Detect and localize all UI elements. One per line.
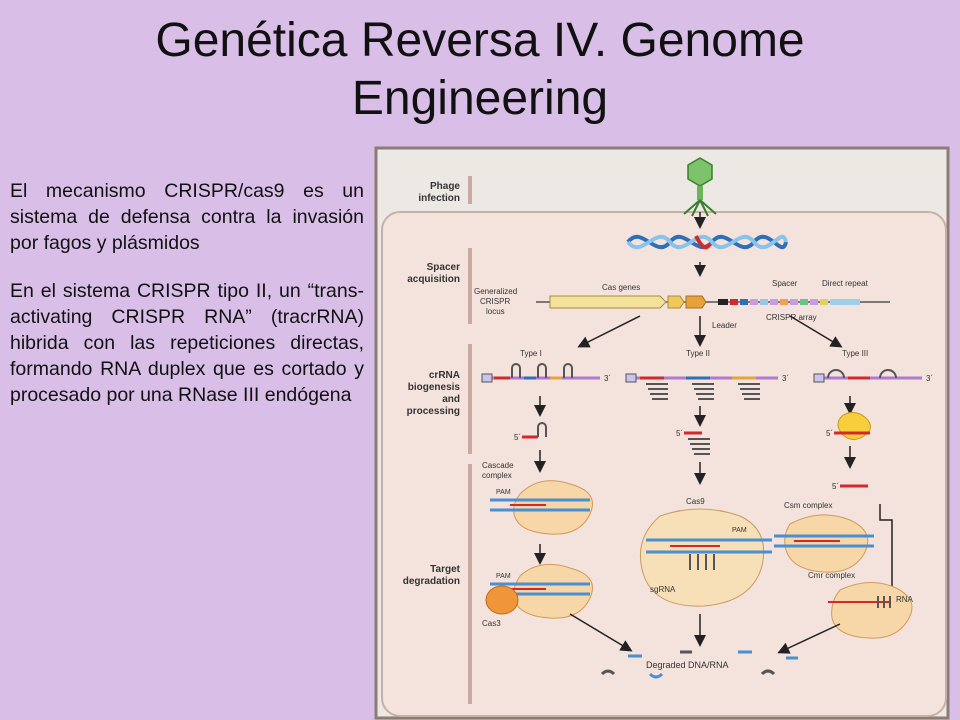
spacer-label: Spacer xyxy=(772,279,798,288)
svg-text:3´: 3´ xyxy=(782,374,789,383)
title-line-2: Engineering xyxy=(351,72,609,125)
type2-crrna: 5´ xyxy=(676,429,710,455)
cascade-complex: PAM xyxy=(490,480,593,535)
leader-label: Leader xyxy=(712,321,737,330)
cas3-label: Cas3 xyxy=(482,619,501,628)
stage-phage-2: infection xyxy=(418,193,460,204)
svg-text:3´: 3´ xyxy=(926,374,933,383)
stage-target-1: Target xyxy=(430,564,460,575)
type3-label: Type III xyxy=(842,349,868,358)
stage-labels: Phage infection Spacer acquisition crRNA… xyxy=(403,176,472,704)
type2-label: Type II xyxy=(686,349,710,358)
slide-title: Genética Reversa IV. Genome Engineering xyxy=(0,12,960,128)
dna-helix xyxy=(626,234,788,250)
paragraph-1: El mecanismo CRISPR/cas9 es un sistema d… xyxy=(10,180,364,254)
stage-crrna-1: crRNA xyxy=(429,370,460,381)
title-line-1: Genética Reversa IV. Genome xyxy=(155,14,805,67)
degraded-fragments xyxy=(600,650,798,679)
locus-label-2: CRISPR xyxy=(480,297,510,306)
type3-precrrna: 3´ xyxy=(813,369,933,383)
stage-spacer-2: acquisition xyxy=(407,274,460,285)
svg-text:3´: 3´ xyxy=(604,374,611,383)
pam-label-1: PAM xyxy=(496,489,511,496)
cascade-label-2: complex xyxy=(482,471,512,480)
svg-text:5´: 5´ xyxy=(676,429,683,438)
stage-spacer-1: Spacer xyxy=(427,262,460,273)
type3-processing: 5´ xyxy=(826,412,871,440)
paragraph-2: En el sistema CRISPR tipo II, un “trans-… xyxy=(10,280,364,406)
svg-text:5´: 5´ xyxy=(514,433,521,442)
cascade-label-1: Cascade xyxy=(482,461,514,470)
csm-label: Csm complex xyxy=(784,501,832,510)
csm-complex xyxy=(774,514,874,573)
crispr-diagram: Phage infection Spacer acquisition crRNA… xyxy=(374,146,950,720)
stage-phage-1: Phage xyxy=(430,181,460,192)
phage-icon xyxy=(683,157,717,217)
svg-text:5´: 5´ xyxy=(826,429,833,438)
type2-precrrna: 3´ xyxy=(625,373,789,400)
sgrna-label: sgRNA xyxy=(650,585,676,594)
crispr-figure: Phage infection Spacer acquisition crRNA… xyxy=(370,144,952,720)
locus-label-3: locus xyxy=(486,307,505,316)
rna-label: RNA xyxy=(896,595,914,604)
degraded-label: Degraded DNA/RNA xyxy=(646,660,729,670)
type1-precrrna: 3´ xyxy=(481,363,611,383)
stage-crrna-2: biogenesis xyxy=(408,382,461,393)
locus-label-1: Generalized xyxy=(474,287,517,296)
type1-crrna: 5´ xyxy=(514,422,547,442)
svg-text:5´: 5´ xyxy=(832,482,839,491)
body-text: El mecanismo CRISPR/cas9 es un sistema d… xyxy=(10,178,364,430)
cas-genes-label: Cas genes xyxy=(602,283,640,292)
cas9-complex: PAM sgRNA xyxy=(639,508,772,607)
stage-target-2: degradation xyxy=(403,576,460,587)
type3-crrna: 5´ xyxy=(832,482,868,491)
type1-label: Type I xyxy=(520,349,542,358)
stage-crrna-4: processing xyxy=(407,406,460,417)
cascade-cas3: PAM Cas3 xyxy=(482,563,593,628)
cmr-complex: RNA xyxy=(828,582,914,639)
pam-label-2: PAM xyxy=(496,573,511,580)
cmr-label: Cmr complex xyxy=(808,571,855,580)
stage-crrna-3: and xyxy=(442,394,460,405)
cas9-label: Cas9 xyxy=(686,497,705,506)
direct-repeat-label: Direct repeat xyxy=(822,279,869,288)
pam-label-3: PAM xyxy=(732,527,747,534)
